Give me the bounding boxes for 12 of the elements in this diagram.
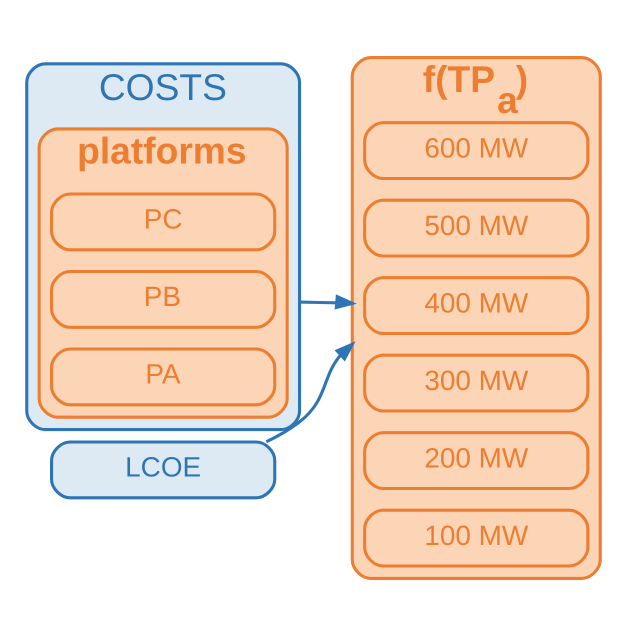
node-box: PC [50, 192, 276, 251]
node-box: 100 MW [363, 508, 590, 568]
node-box: LCOE [50, 440, 276, 499]
node-box: 600 MW [363, 120, 590, 180]
node-box: 200 MW [363, 430, 590, 490]
node-box: 400 MW [363, 276, 590, 335]
arrow [300, 294, 357, 310]
node-box: PA [50, 346, 276, 406]
node-box: 300 MW [363, 353, 590, 412]
node-box: 500 MW [363, 198, 590, 258]
node-box: PB [50, 269, 276, 328]
arrow [266, 340, 356, 443]
